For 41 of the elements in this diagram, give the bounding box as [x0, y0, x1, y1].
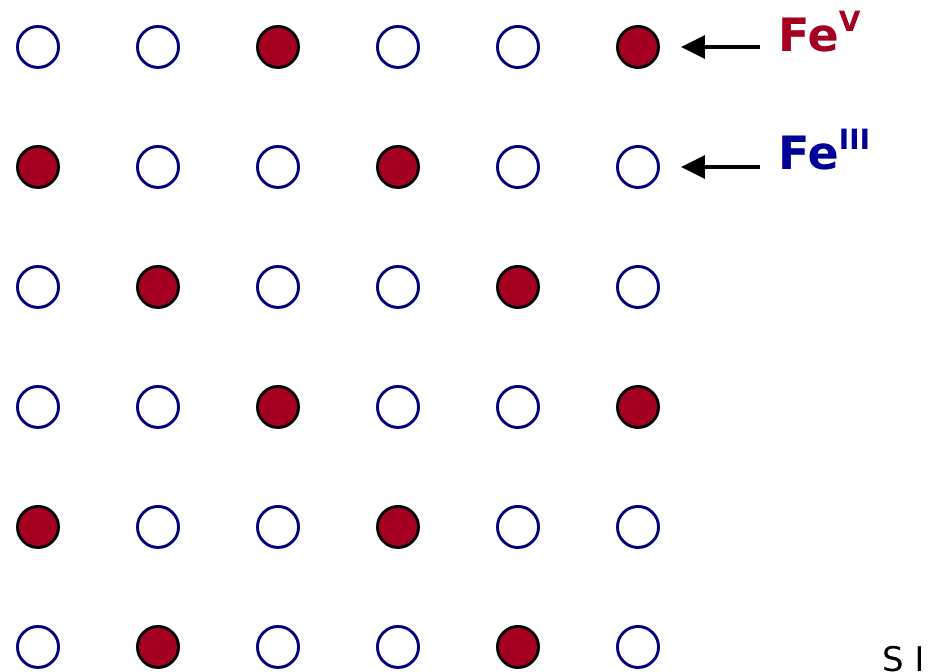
lattice-site-circle — [376, 265, 420, 309]
lattice-site-circle — [496, 265, 540, 309]
arrow — [681, 35, 760, 59]
lattice-site-circle — [16, 505, 60, 549]
lattice-site-circle — [256, 25, 300, 69]
lattice-site-circle — [496, 25, 540, 69]
ion-label: Fe$^{V}$ — [778, 12, 860, 58]
lattice-site-circle — [16, 265, 60, 309]
lattice-site-circle — [376, 145, 420, 189]
lattice-site-circle — [136, 145, 180, 189]
lattice-site-circle — [136, 265, 180, 309]
lattice-site-circle — [136, 625, 180, 669]
lattice-site-circle — [616, 25, 660, 69]
lattice-site-circle — [136, 385, 180, 429]
lattice-site-circle — [496, 145, 540, 189]
lattice-site-circle — [496, 625, 540, 669]
lattice-site-circle — [376, 385, 420, 429]
lattice-site-circle — [376, 25, 420, 69]
lattice-site-circle — [256, 385, 300, 429]
lattice-site-circle — [16, 625, 60, 669]
lattice-site-circle — [136, 505, 180, 549]
lattice-site-circle — [256, 145, 300, 189]
lattice-site-circle — [496, 505, 540, 549]
lattice-site-circle — [496, 385, 540, 429]
lattice-site-circle — [256, 505, 300, 549]
lattice-site-circle — [616, 385, 660, 429]
lattice-site-circle — [256, 625, 300, 669]
lattice-site-circle — [16, 385, 60, 429]
lattice-site-circle — [256, 265, 300, 309]
lattice-site-circle — [616, 505, 660, 549]
lattice-site-circle — [16, 25, 60, 69]
ion-label: Fe$^{III}$ — [778, 130, 870, 176]
arrow — [681, 155, 760, 179]
lattice-site-circle — [376, 505, 420, 549]
lattice-site-circle — [136, 25, 180, 69]
lattice-site-circle — [616, 625, 660, 669]
lattice-site-circle — [16, 145, 60, 189]
lattice-site-circle — [616, 265, 660, 309]
lattice-site-circle — [616, 145, 660, 189]
note-text: S I — [882, 640, 924, 672]
lattice-site-circle — [376, 625, 420, 669]
